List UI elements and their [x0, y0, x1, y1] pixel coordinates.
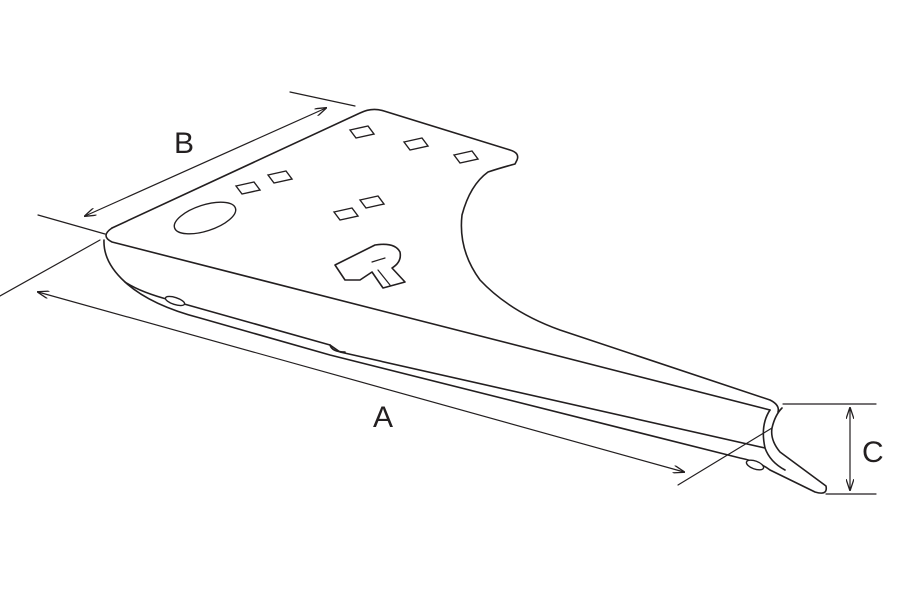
dimension-b-extension-line [289, 91, 356, 107]
large-oval-hole [173, 201, 237, 235]
dimension-b: B [37, 91, 356, 235]
side-slot-hole [164, 295, 186, 307]
bracket-front-face [103, 239, 766, 449]
dimension-c-label: C [862, 436, 884, 469]
bracket-front-top-edge [105, 227, 771, 411]
bracket-lower-edge [124, 281, 828, 494]
dimension-a-arrow [38, 292, 684, 472]
square-hole [234, 181, 262, 195]
square-hole [402, 137, 430, 151]
square-hole [358, 195, 386, 209]
bracket-tip-curl [762, 409, 786, 471]
square-holes [234, 125, 480, 221]
square-hole [266, 170, 294, 184]
square-hole [348, 125, 376, 139]
dimension-c: C [782, 403, 884, 495]
tip-hole [745, 459, 765, 471]
dimension-b-label: B [174, 127, 194, 160]
dimension-b-extension-line [37, 214, 106, 235]
dimension-a-extension-line [0, 239, 101, 297]
bracket-body [103, 108, 828, 494]
dimension-a-label: A [373, 401, 393, 434]
bracket-outline-top [111, 108, 780, 413]
dimension-a-extension-line [677, 427, 773, 486]
r-logo-icon [334, 243, 406, 289]
dimension-a: A [0, 239, 773, 486]
square-hole [452, 150, 480, 164]
square-hole [332, 207, 360, 221]
dimension-b-arrow [85, 108, 326, 216]
